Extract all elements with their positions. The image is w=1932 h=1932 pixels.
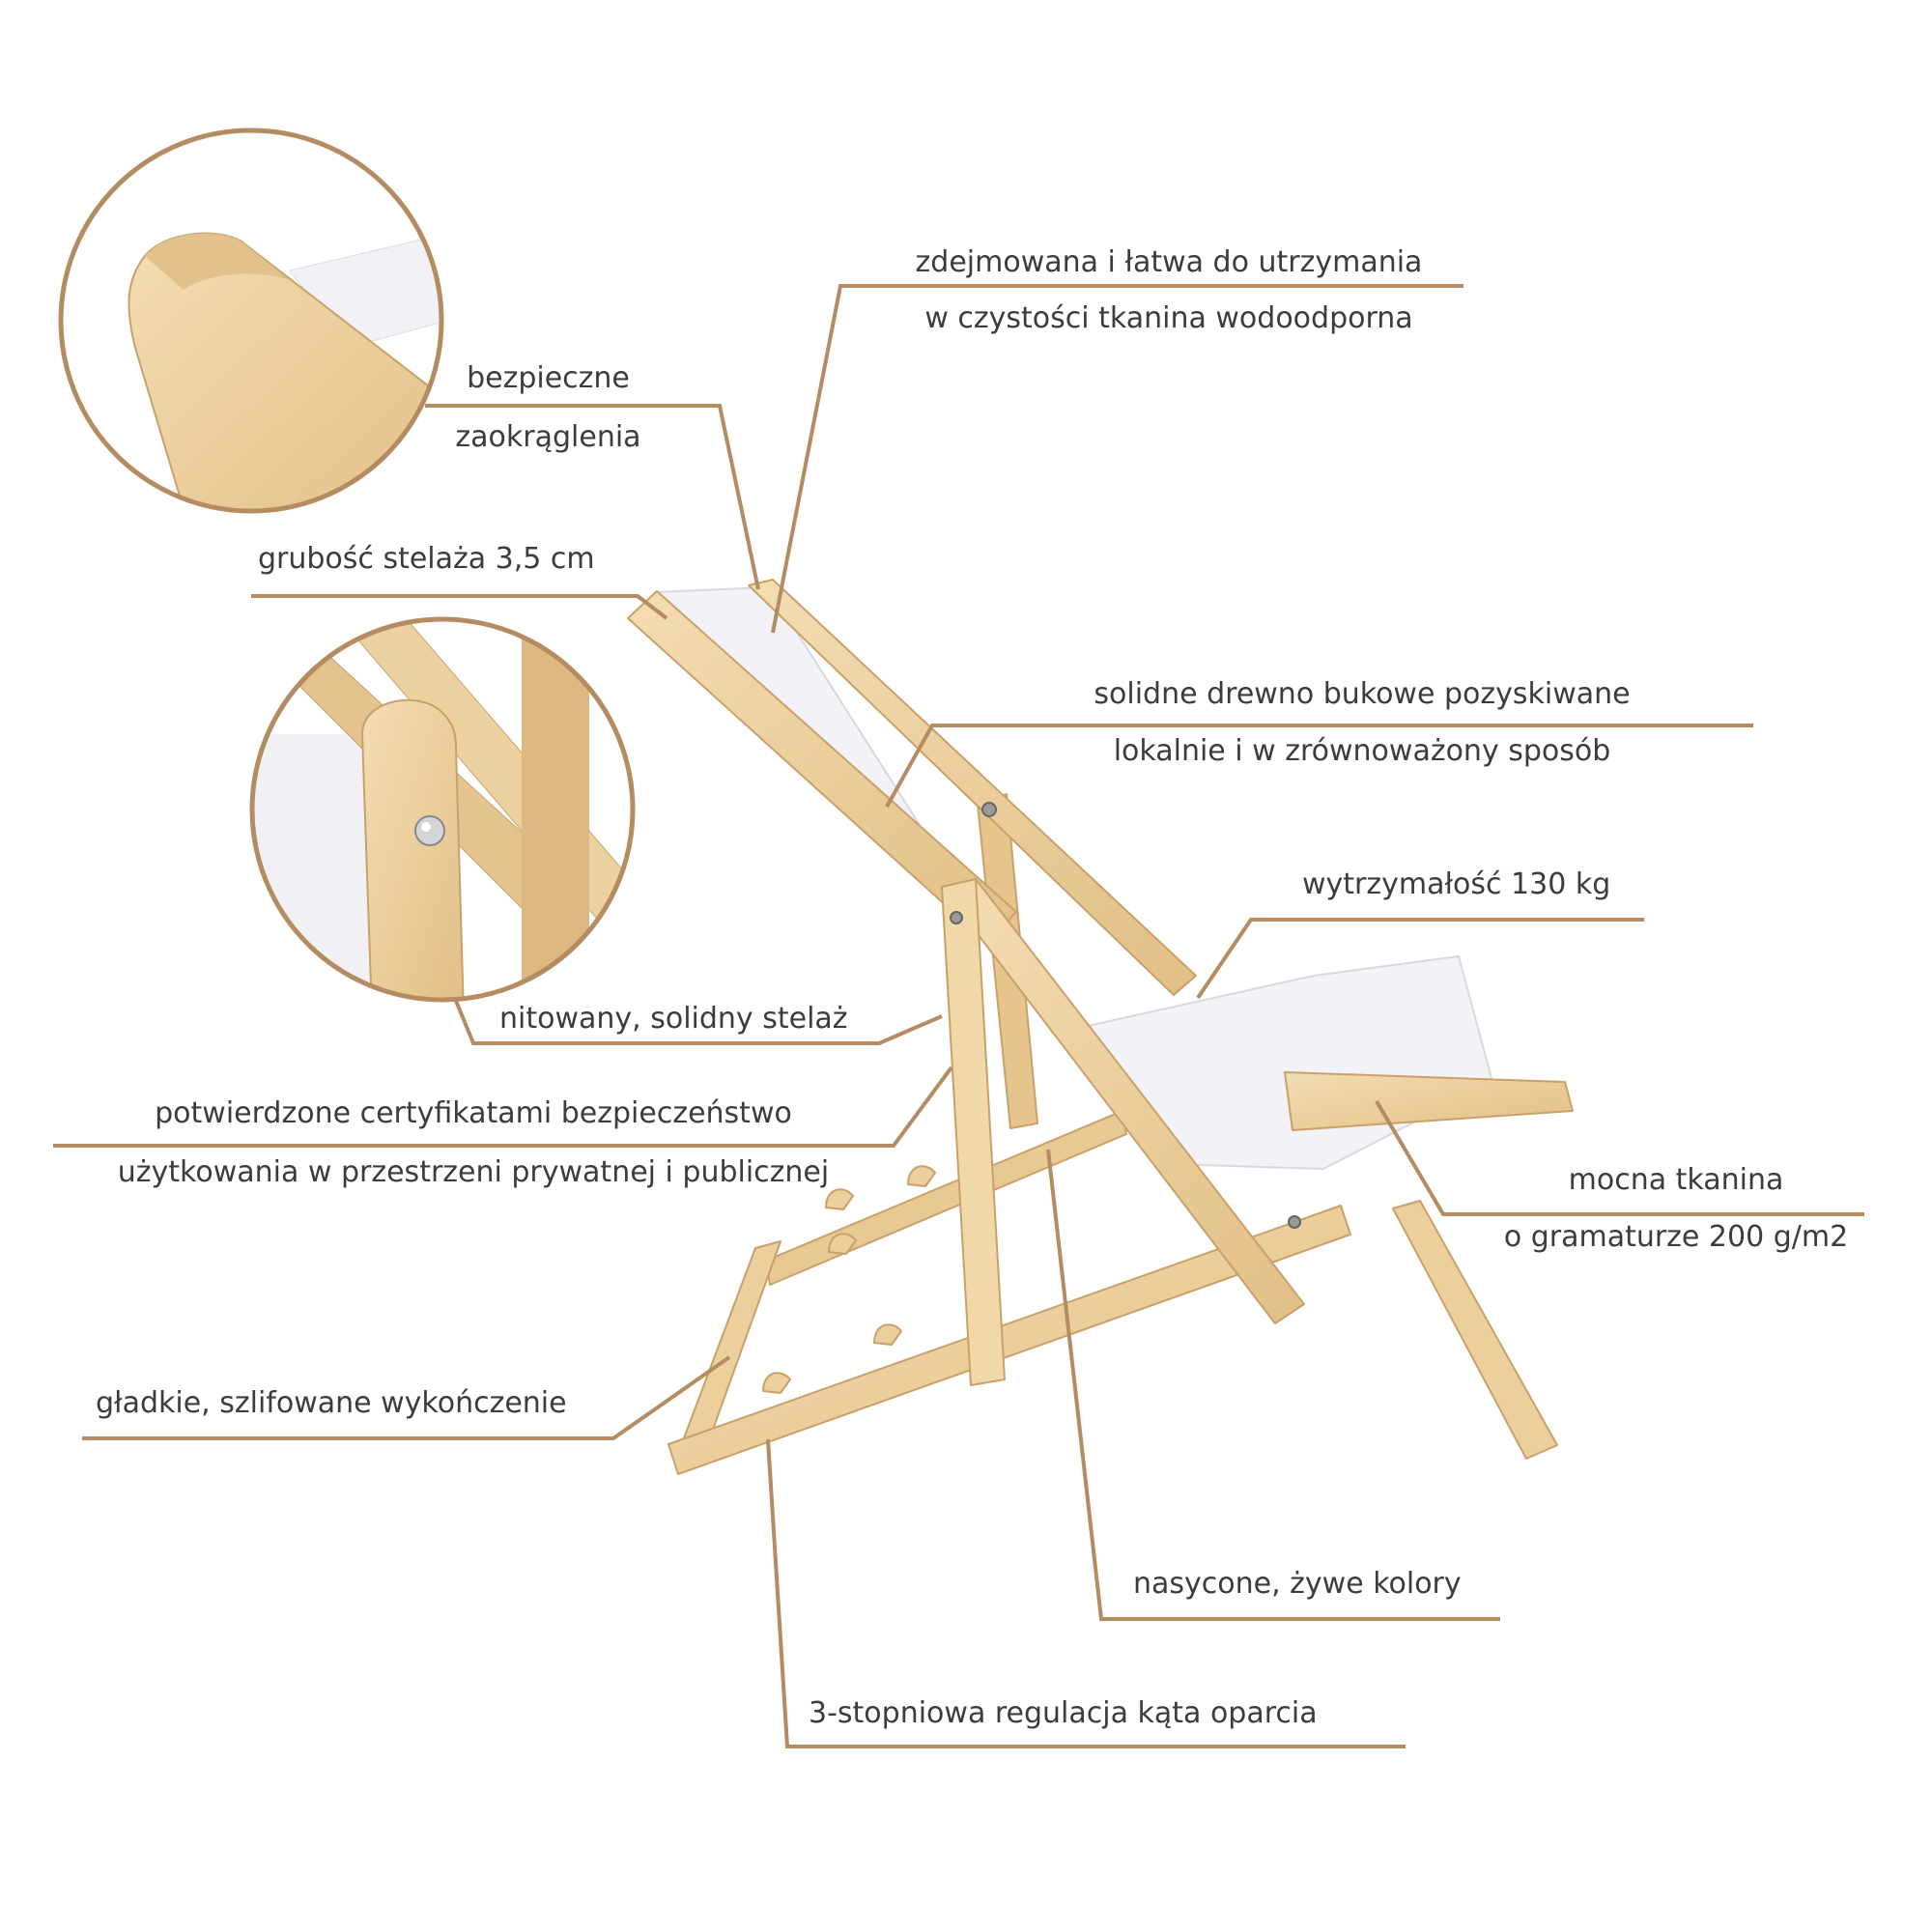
- label-riveted-frame: nitowany, solidny stelaż: [499, 1002, 848, 1036]
- rivet-3: [1288, 1215, 1301, 1229]
- rivet-1: [981, 802, 997, 817]
- leader-beech-wood: [885, 724, 1753, 808]
- base-rail-front: [668, 1205, 1351, 1475]
- notches: [762, 1165, 936, 1394]
- label-smooth-finish: gładkie, szlifowane wykończenie: [96, 1386, 567, 1420]
- label-beech-wood-1: solidne drewno bukowe pozyskiwane: [1094, 677, 1631, 711]
- leader-frame-thickness: [251, 594, 668, 620]
- label-rounded-edges-1: bezpieczne: [467, 361, 630, 395]
- leader-smooth-finish: [82, 1355, 731, 1440]
- backrest-rail-left: [627, 590, 1017, 944]
- front-upright: [941, 878, 1006, 1386]
- rivet-2: [950, 911, 963, 924]
- base-rail-back: [765, 1110, 1127, 1286]
- detail-wood-upright-back: [522, 638, 589, 1000]
- detail-mid-ring: [249, 616, 636, 1003]
- label-strong-fabric-2: o gramaturze 200 g/m2: [1503, 1220, 1849, 1254]
- label-strong-fabric-1: mocna tkanina: [1568, 1163, 1784, 1197]
- label-frame-thickness: grubość stelaża 3,5 cm: [258, 542, 595, 576]
- label-certified-1: potwierdzone certyfikatami bezpieczeństw…: [155, 1096, 792, 1130]
- detail-rivet: [249, 616, 636, 1003]
- label-rounded-edges-2: zaokrąglenia: [455, 420, 641, 454]
- label-beech-wood-2: lokalnie i w zrównoważony sposób: [1113, 734, 1611, 768]
- detail-top-ring: [58, 128, 444, 514]
- leader-angle-adjust: [766, 1438, 1406, 1748]
- leader-vivid-colors: [1046, 1149, 1500, 1621]
- leader-strong-fabric: [1375, 1099, 1864, 1216]
- label-fabric-removable-1: zdejmowana i łatwa do utrzymania: [915, 245, 1423, 279]
- label-load-capacity: wytrzymałość 130 kg: [1302, 867, 1611, 901]
- leader-certified: [53, 1065, 953, 1148]
- label-fabric-removable-2: w czystości tkanina wodoodporna: [924, 301, 1413, 335]
- deck-chair: [627, 579, 1574, 1475]
- detail-rounded-edge: [58, 128, 444, 514]
- leader-rounded-edges: [425, 404, 760, 590]
- leader-lines: [53, 284, 1864, 1748]
- detail-wood-upright: [360, 698, 466, 1000]
- label-vivid-colors: nasycone, żywe kolory: [1133, 1567, 1462, 1601]
- rivet-icon: [414, 815, 445, 846]
- label-certified-2: użytkowania w przestrzeni prywatnej i pu…: [117, 1155, 830, 1189]
- leader-load-capacity: [1196, 918, 1644, 1000]
- seat-front-bar: [1284, 1071, 1574, 1131]
- leader-riveted-frame: [454, 1000, 943, 1045]
- backrest-rail-right: [748, 579, 1197, 996]
- leader-fabric-removable: [771, 284, 1463, 634]
- rear-leg-right: [1392, 1200, 1558, 1460]
- label-angle-adjust: 3-stopniowa regulacja kąta oparcia: [809, 1696, 1318, 1730]
